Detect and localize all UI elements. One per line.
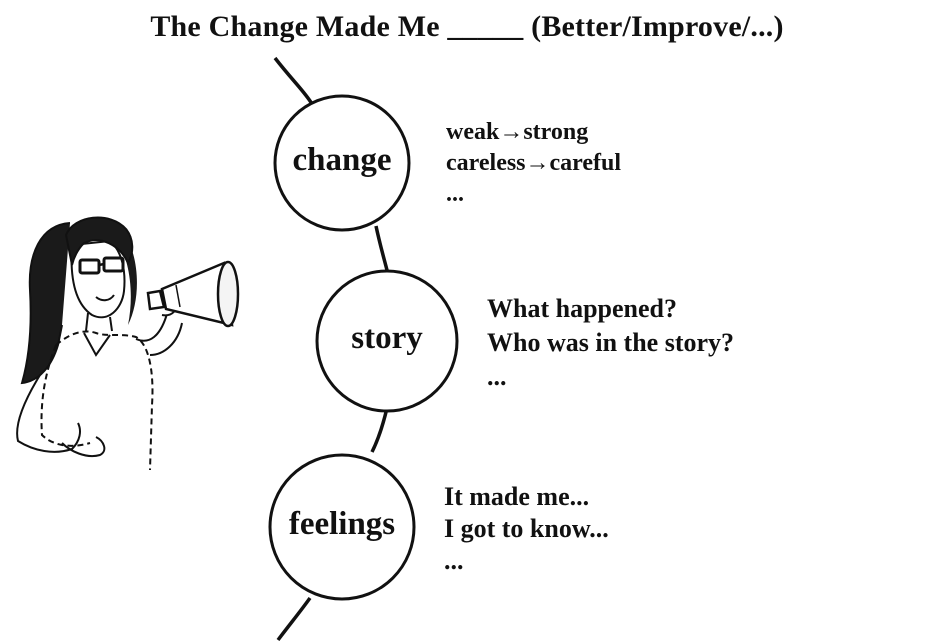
node-circle-story [315,269,459,413]
note-line: Who was in the story? [487,328,735,357]
connector-story-feelings [370,407,389,453]
note-feelings: It made me... I got to know... ... [444,481,609,577]
connector-top [273,56,314,105]
connector-bottom [276,596,312,642]
note-line: ... [444,546,464,575]
node-circle-change [273,94,411,232]
node-label-change: change [292,142,392,178]
note-change: weak→strong careless→careful ... [446,117,621,210]
note-story: What happened? Who was in the story? ... [487,292,734,394]
note-line: weak→strong [446,119,589,145]
teacher-with-megaphone-icon [16,216,240,471]
note-line: What happened? [487,294,677,323]
node-circle-feelings [268,453,416,601]
node-label-story: story [351,320,423,356]
node-label-feelings: feelings [288,506,396,542]
note-line: It made me... [444,482,590,511]
note-line: ... [487,362,507,391]
note-line: I got to know... [444,514,609,543]
page-title: The Change Made Me _____ (Better/Improve… [150,10,784,43]
note-line: ... [446,181,464,207]
note-line: careless→careful [446,150,622,176]
connector-change-story [374,225,390,275]
